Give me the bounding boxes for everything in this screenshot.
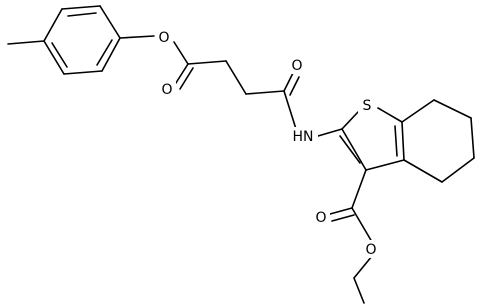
amide-carbon-nitrogen-bond	[283, 90, 297, 130]
amide-nitrogen-label: HN	[293, 129, 314, 145]
cyclohexene-bond	[441, 157, 475, 183]
ring-bond	[43, 40, 65, 75]
ester-carbonyl-oxygen-label: O	[161, 82, 172, 98]
ring-inner-double-bond	[96, 39, 113, 66]
thiophene-double-bond	[341, 128, 367, 171]
ester-carbonyl-double-bond	[329, 207, 353, 215]
thiophene-sulfur-label: S	[363, 98, 372, 114]
ester-carbonyl-double-bond	[173, 63, 189, 87]
ring-bond	[101, 37, 121, 72]
ester-carbon-bond	[351, 169, 367, 209]
thiophene-double-bond	[339, 135, 361, 164]
nitrogen-thiophene-bond	[317, 128, 343, 137]
cyclohexene-bond	[401, 99, 435, 123]
ring-bond	[99, 5, 121, 39]
ester-carbonyl-double-bond	[331, 214, 355, 222]
amide-carbonyl-oxygen-label: O	[291, 58, 302, 74]
ring-inner-double-bond	[67, 12, 97, 17]
amide-carbonyl-double-bond	[289, 76, 300, 96]
p-tolyl-ring	[7, 5, 121, 75]
chain-bond	[225, 60, 247, 95]
ring-bond	[63, 70, 103, 75]
ester-carbonyl-double-bond	[179, 67, 194, 90]
ring-inner-double-bond	[51, 42, 68, 68]
aryl-oxygen-bond	[119, 35, 155, 39]
atom-labels: O O O HN S O O	[155, 28, 380, 258]
thiophene-bond	[341, 111, 359, 130]
ring-bond	[61, 5, 101, 10]
succinyl-chain	[119, 35, 343, 137]
cyclohexene-bond	[470, 117, 475, 159]
thiophene-bond	[365, 159, 405, 171]
chain-bond	[245, 90, 285, 95]
ester-oxygen-label: O	[158, 30, 169, 46]
thiophene-fused-double-bond	[394, 125, 398, 157]
methyl-bond	[7, 40, 45, 45]
ester-oxygen-carbonyl-bond	[173, 41, 189, 65]
ring-bond	[43, 8, 63, 42]
tetrahydrobenzothiophene	[339, 99, 475, 183]
ethyl-bond	[353, 277, 365, 304]
ethyl-ester	[329, 169, 373, 304]
chain-bond	[187, 60, 227, 65]
thiophene-fused-double-bond	[401, 121, 405, 161]
ester-oxygen-bond	[351, 207, 373, 243]
ethyl-ester-oxygen-label: O	[365, 242, 376, 258]
ethyl-ester-carbonyl-oxygen-label: O	[315, 210, 326, 226]
cyclohexene-bond	[403, 159, 443, 183]
thiophene-bond	[377, 107, 403, 123]
amide-carbonyl-double-bond	[283, 72, 294, 92]
cyclohexene-bond	[433, 99, 472, 119]
ethyl-bond	[353, 255, 373, 279]
